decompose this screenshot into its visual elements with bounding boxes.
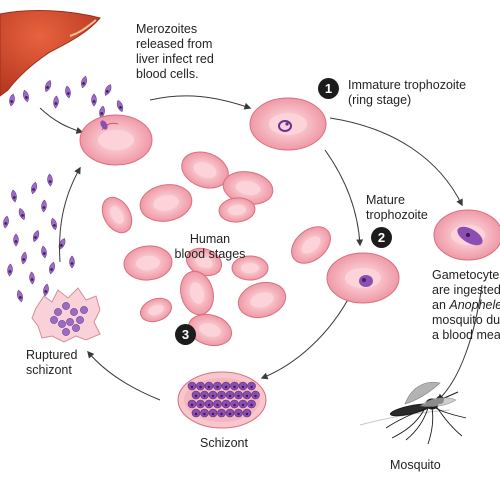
merozoite-icon: [91, 93, 97, 107]
red-blood-cell: [101, 196, 133, 234]
schizont-label: Schizont: [200, 436, 248, 450]
merozoites-label: Merozoites released from liver infect re…: [136, 22, 214, 81]
liver-shape: [0, 10, 101, 97]
merozoite-icon: [29, 271, 35, 285]
red-blood-cell: [231, 255, 269, 281]
merozoite-icon: [11, 189, 17, 203]
merozoite-icon: [41, 199, 47, 213]
liver-vessel: [69, 19, 97, 37]
merozoite-icon: [62, 302, 70, 310]
merozoite-icon: [44, 79, 52, 93]
merozoite-icon: [17, 289, 23, 303]
merozoite-icon: [31, 181, 37, 195]
merozoite-icon: [43, 283, 49, 297]
red-blood-cell: [140, 297, 172, 323]
rbc-mature-trophozoite: [326, 252, 400, 304]
merozoite-icon: [18, 207, 26, 221]
merozoite-icon: [54, 308, 62, 316]
merozoite-icon: [81, 75, 87, 89]
merozoite-icon: [104, 84, 112, 96]
mature-trophozoite-label: Mature trophozoite: [366, 193, 428, 222]
red-blood-cell: [181, 151, 229, 189]
merozoites-from-liver: [9, 75, 124, 119]
schizont-cell: [177, 371, 267, 429]
merozoite-icon: [65, 85, 71, 99]
red-blood-cell: [222, 171, 274, 205]
step-1-badge: 1: [318, 78, 339, 99]
red-blood-cell: [180, 270, 214, 316]
merozoites-released: [3, 173, 75, 303]
ruptured-schizont-cell: [31, 287, 101, 343]
merozoite-icon: [3, 215, 9, 229]
arrow-to-ring: [149, 95, 252, 110]
mosquito: [359, 381, 467, 445]
merozoite-icon: [21, 251, 27, 265]
merozoite-icon: [32, 229, 40, 243]
step-2-badge: 2: [371, 227, 392, 248]
step-3-badge: 3: [175, 324, 196, 345]
red-blood-cell: [139, 184, 193, 222]
merozoite-icon: [70, 308, 78, 316]
merozoite-icon: [66, 318, 74, 326]
merozoite-icon: [50, 316, 58, 324]
merozoite-icon: [13, 233, 19, 247]
arrow-to-ruptured: [87, 350, 161, 401]
merozoite-icon: [47, 173, 53, 187]
merozoite-icon: [58, 320, 66, 328]
merozoite-icon: [69, 255, 75, 269]
human-blood-stages-label: Human blood stages: [174, 232, 246, 261]
immature-trophozoite-label: Immature trophozoite (ring stage): [348, 78, 467, 107]
gametocytes-label: Gametocytes are ingested by an Anopheles…: [432, 268, 500, 343]
merozoite-icon: [41, 245, 47, 259]
red-blood-cell: [218, 197, 256, 223]
merozoite-icon: [80, 306, 88, 314]
arrow-to-schizont: [260, 291, 353, 380]
cycle-arrows: [39, 95, 483, 401]
merozoite-icon: [51, 217, 57, 231]
ruptured-schizont-label: Ruptured schizont: [26, 348, 78, 377]
merozoite-icon: [7, 263, 13, 277]
red-blood-cell: [237, 281, 287, 319]
merozoite-icon: [58, 238, 66, 250]
merozoite-icon: [23, 89, 29, 103]
mosquito-label: Mosquito: [390, 458, 441, 472]
red-blood-cell: [291, 226, 331, 264]
rbc-gametocyte: [433, 209, 500, 261]
merozoite-icon: [76, 316, 84, 324]
merozoite-icon: [62, 328, 70, 336]
rbc-merozoite-entry: [79, 114, 153, 166]
gametocytes-line3-prefix: an: [432, 298, 450, 312]
rbc-ring-stage: [249, 97, 327, 151]
red-blood-cell: [123, 245, 173, 281]
arrow-liver-to-rbc: [39, 107, 84, 134]
anopheles-genus: Anopheles: [449, 298, 500, 312]
merozoite-icon: [49, 261, 55, 275]
arrow-to-mosquito: [436, 284, 483, 401]
red-blood-cell: [187, 313, 233, 347]
merozoite-icon: [53, 95, 59, 109]
merozoite-icon: [116, 99, 124, 113]
merozoite-icon: [9, 93, 15, 107]
arrow-to-merozoite-rbc: [59, 166, 81, 263]
arrow-to-mature: [324, 149, 364, 247]
merozoite-icon: [72, 324, 80, 332]
human-blood-cells: [101, 151, 331, 347]
arrow-to-gametocyte: [329, 117, 463, 207]
